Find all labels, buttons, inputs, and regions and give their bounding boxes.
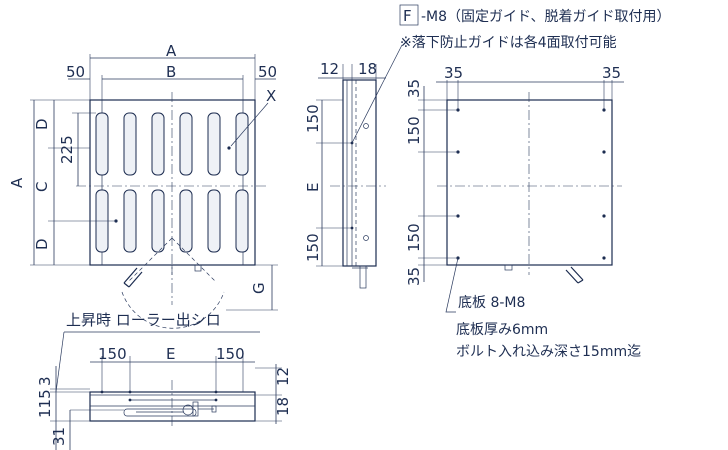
bolt-depth-note: ボルト入れ込み深さ15mm迄 xyxy=(456,344,641,360)
top-dim-150-left: 150 xyxy=(98,345,127,363)
top-view-handle xyxy=(123,408,197,417)
fall-prevention-note: ※落下防止ガイドは各4面取付可能 xyxy=(400,35,617,51)
notes: F -M8（固定ガイド、脱着ガイド取付用） ※落下防止ガイドは各4面取付可能 底… xyxy=(399,4,670,360)
dim-b: B xyxy=(166,63,176,81)
base-dim-150-left-top: 150 xyxy=(405,116,423,145)
handle-pin xyxy=(194,264,202,272)
roller xyxy=(207,189,221,253)
dim-g: G xyxy=(250,282,268,294)
base-bolt-hole xyxy=(602,256,606,260)
top-dim-150-right: 150 xyxy=(216,345,245,363)
roller xyxy=(179,112,193,176)
leader-x xyxy=(230,102,269,147)
side-handle xyxy=(359,265,367,289)
dim-d-top: D xyxy=(33,118,51,130)
roller xyxy=(179,189,193,253)
base-dim-35-top-right: 35 xyxy=(602,64,621,82)
top-dim-18: 18 xyxy=(274,397,292,416)
roller xyxy=(151,189,165,253)
base-dim-150-left-bottom: 150 xyxy=(405,223,423,252)
front-view: X A B 50 50 A D C D xyxy=(8,42,278,329)
side-dim-18: 18 xyxy=(358,60,377,78)
bolt-hole xyxy=(227,146,231,150)
top-dim-e: E xyxy=(166,345,175,363)
roller xyxy=(123,189,137,253)
roller xyxy=(95,112,109,176)
side-dim-150-top: 150 xyxy=(304,104,322,133)
dim-225: 225 xyxy=(58,135,76,164)
base-thickness-note: 底板厚み6mm xyxy=(456,322,548,338)
side-bolt xyxy=(363,123,369,129)
roller xyxy=(207,112,221,176)
dim-c: C xyxy=(33,182,51,192)
bottom-handle xyxy=(565,266,584,284)
base-dim-35-top-left: 35 xyxy=(444,64,463,82)
roller xyxy=(235,189,249,253)
f-note: -M8（固定ガイド、脱着ガイド取付用） xyxy=(421,9,670,25)
side-dim-150-bottom: 150 xyxy=(304,233,322,262)
side-view: 12 18 150 E 150 xyxy=(304,44,403,289)
handle-left xyxy=(123,267,143,288)
dim-a-top: A xyxy=(166,42,177,60)
top-view-outline xyxy=(89,391,256,422)
label-x: X xyxy=(266,87,276,105)
f-box-label: F xyxy=(403,7,412,25)
side-dim-12: 12 xyxy=(320,60,339,78)
dim-d-bottom: D xyxy=(33,238,51,250)
handle-swing-arc xyxy=(121,291,225,329)
top-dim-12: 12 xyxy=(274,367,292,386)
top-view-title: 上昇時 ローラー出シロ xyxy=(66,311,221,329)
f-box xyxy=(399,4,419,26)
roller xyxy=(123,112,137,176)
dim-a-left: A xyxy=(8,177,26,188)
dim-50-left: 50 xyxy=(66,63,85,81)
front-view-outline xyxy=(89,99,256,266)
top-dim-115: 115 xyxy=(36,389,54,418)
leader-f xyxy=(351,44,403,144)
side-view-outline xyxy=(342,79,377,267)
dim-50-right: 50 xyxy=(258,63,277,81)
roller xyxy=(235,112,249,176)
bottom-view: 35 35 35 150 150 35 xyxy=(405,64,624,313)
side-dim-e: E xyxy=(304,183,322,192)
base-bolt-hole xyxy=(602,214,606,218)
leader-base-bolt xyxy=(445,257,459,313)
top-view: 上昇時 ローラー出シロ 150 E 150 xyxy=(36,311,292,450)
roller xyxy=(151,112,165,176)
base-bolt-note: 底板 8-M8 xyxy=(458,295,525,311)
side-bolt xyxy=(363,235,369,241)
base-bolt-hole xyxy=(602,150,606,154)
base-dim-35-left-top: 35 xyxy=(405,79,423,98)
roller-row-top xyxy=(95,112,249,176)
handle-swing-line-left xyxy=(127,237,173,283)
bottom-view-outline xyxy=(446,99,613,266)
top-dim-31: 31 xyxy=(50,427,68,446)
top-dim-3: 3 xyxy=(36,376,54,386)
handle-swing-line-right xyxy=(171,237,217,283)
base-dim-35-left-bottom: 35 xyxy=(405,267,423,286)
